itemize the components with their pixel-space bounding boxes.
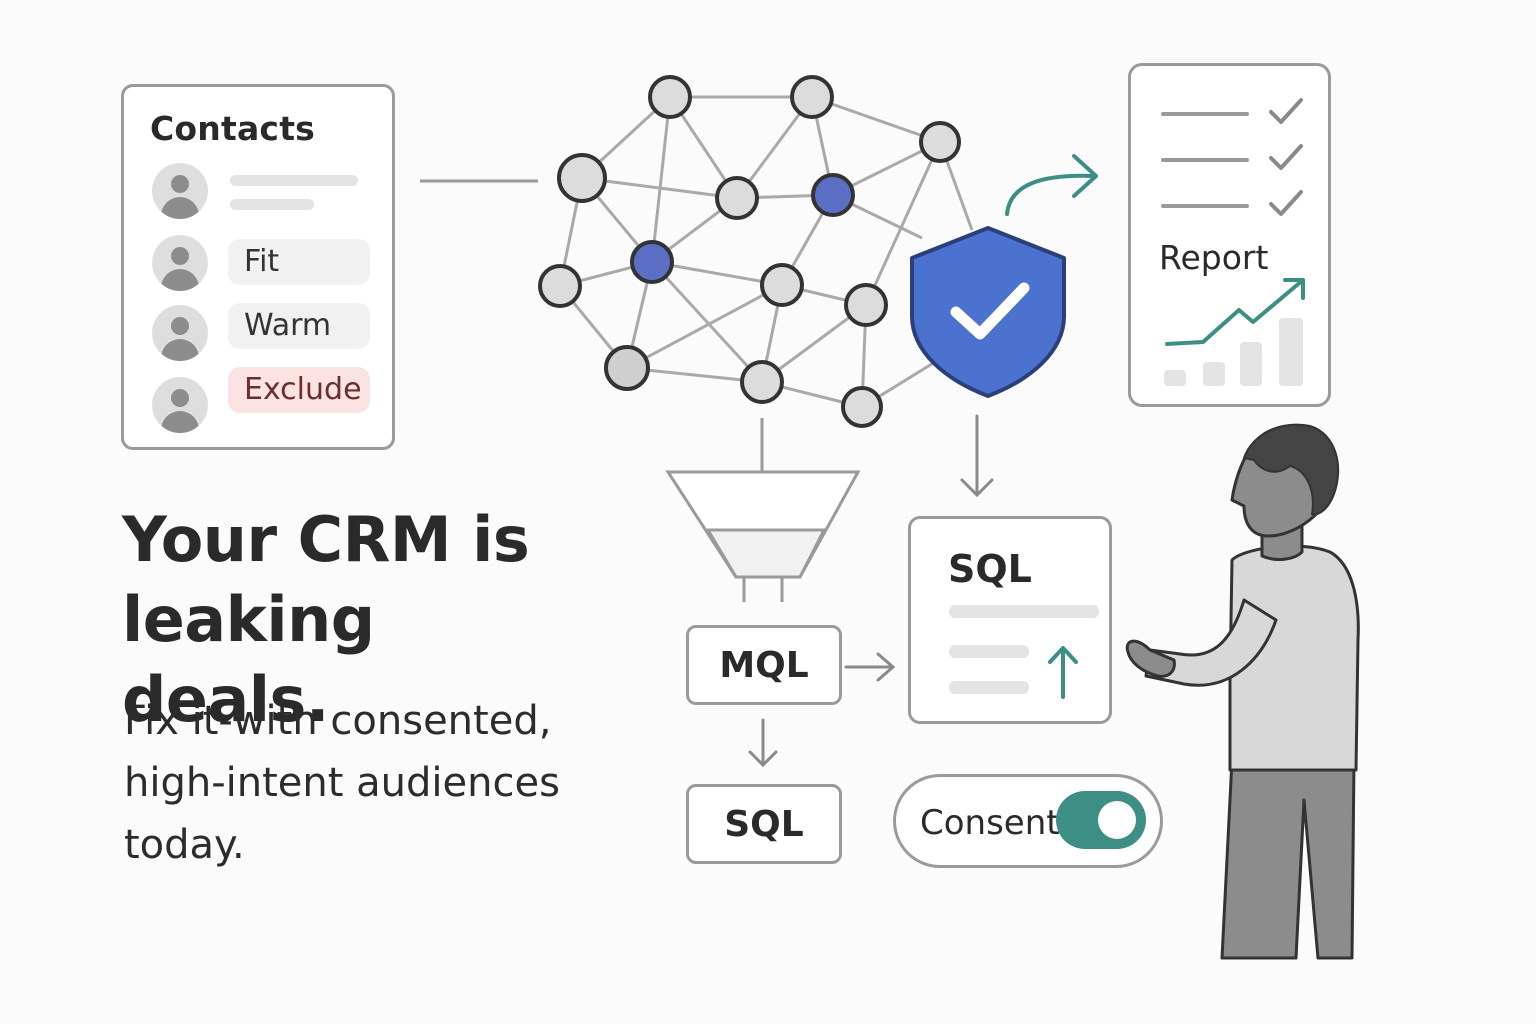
sql-card-line-placeholder — [949, 645, 1029, 658]
consent-control[interactable]: Consent — [893, 774, 1163, 868]
curved-arrow-icon — [1005, 154, 1098, 216]
avatar-icon — [152, 377, 208, 433]
check-icon — [1269, 98, 1303, 216]
sql-card-line-placeholder — [949, 681, 1029, 694]
report-checklist — [1161, 98, 1305, 386]
network-node — [538, 264, 582, 308]
network-node — [760, 263, 804, 307]
tag-warm[interactable]: Warm — [228, 303, 370, 349]
network-node — [841, 386, 883, 428]
sql-box: SQL — [686, 784, 842, 864]
bar-chart-icon — [1164, 318, 1303, 386]
subheadline-line: high-intent audiences — [124, 760, 560, 806]
arrow-up-icon — [1048, 646, 1078, 699]
subheadline-line: Fix it-with consented, — [124, 698, 552, 744]
network-node — [557, 153, 607, 203]
contacts-card: Contacts Fit Warm Exclude — [121, 84, 395, 450]
sql-card: SQL — [908, 516, 1112, 724]
report-label: Report — [1159, 238, 1269, 277]
contact-name-placeholder — [230, 175, 358, 186]
arrow-down-icon — [748, 718, 778, 768]
report-card: Report — [1128, 63, 1331, 407]
headline: Your CRM is leaking deals. — [122, 500, 582, 740]
person-illustration — [1125, 423, 1360, 960]
network-node — [740, 360, 784, 404]
mql-box: MQL — [686, 625, 842, 705]
avatar-icon — [152, 163, 208, 219]
network-node — [604, 345, 650, 391]
avatar-icon — [152, 235, 208, 291]
tag-fit[interactable]: Fit — [228, 239, 370, 285]
tag-exclude[interactable]: Exclude — [228, 367, 370, 413]
trend-arrow-icon — [1165, 278, 1305, 346]
subheadline-line: today. — [124, 822, 245, 868]
network-nodes — [538, 75, 961, 428]
shield-check-icon — [910, 226, 1066, 398]
network-node — [790, 75, 834, 119]
contact-detail-placeholder — [230, 199, 314, 210]
contacts-title: Contacts — [150, 109, 316, 148]
network-node-highlight — [811, 173, 855, 217]
subheadline: Fix it-with consented, high-intent audie… — [124, 690, 614, 876]
sql-card-line-placeholder — [949, 605, 1099, 618]
network-node — [844, 283, 888, 327]
network-node — [919, 121, 961, 163]
network-node — [648, 75, 692, 119]
funnel-icon — [665, 470, 861, 602]
avatar-icon — [152, 305, 208, 361]
consent-toggle[interactable] — [1056, 791, 1146, 849]
arrow-right-icon — [844, 652, 896, 682]
network-node — [715, 176, 759, 220]
consent-label: Consent — [920, 803, 1060, 843]
arrow-down-icon — [960, 414, 994, 498]
network-node-highlight — [630, 240, 674, 284]
headline-line: leaking deals. — [122, 583, 375, 736]
toggle-knob — [1098, 801, 1136, 839]
headline-line: Your CRM is — [122, 503, 530, 576]
sql-card-title: SQL — [948, 547, 1032, 591]
